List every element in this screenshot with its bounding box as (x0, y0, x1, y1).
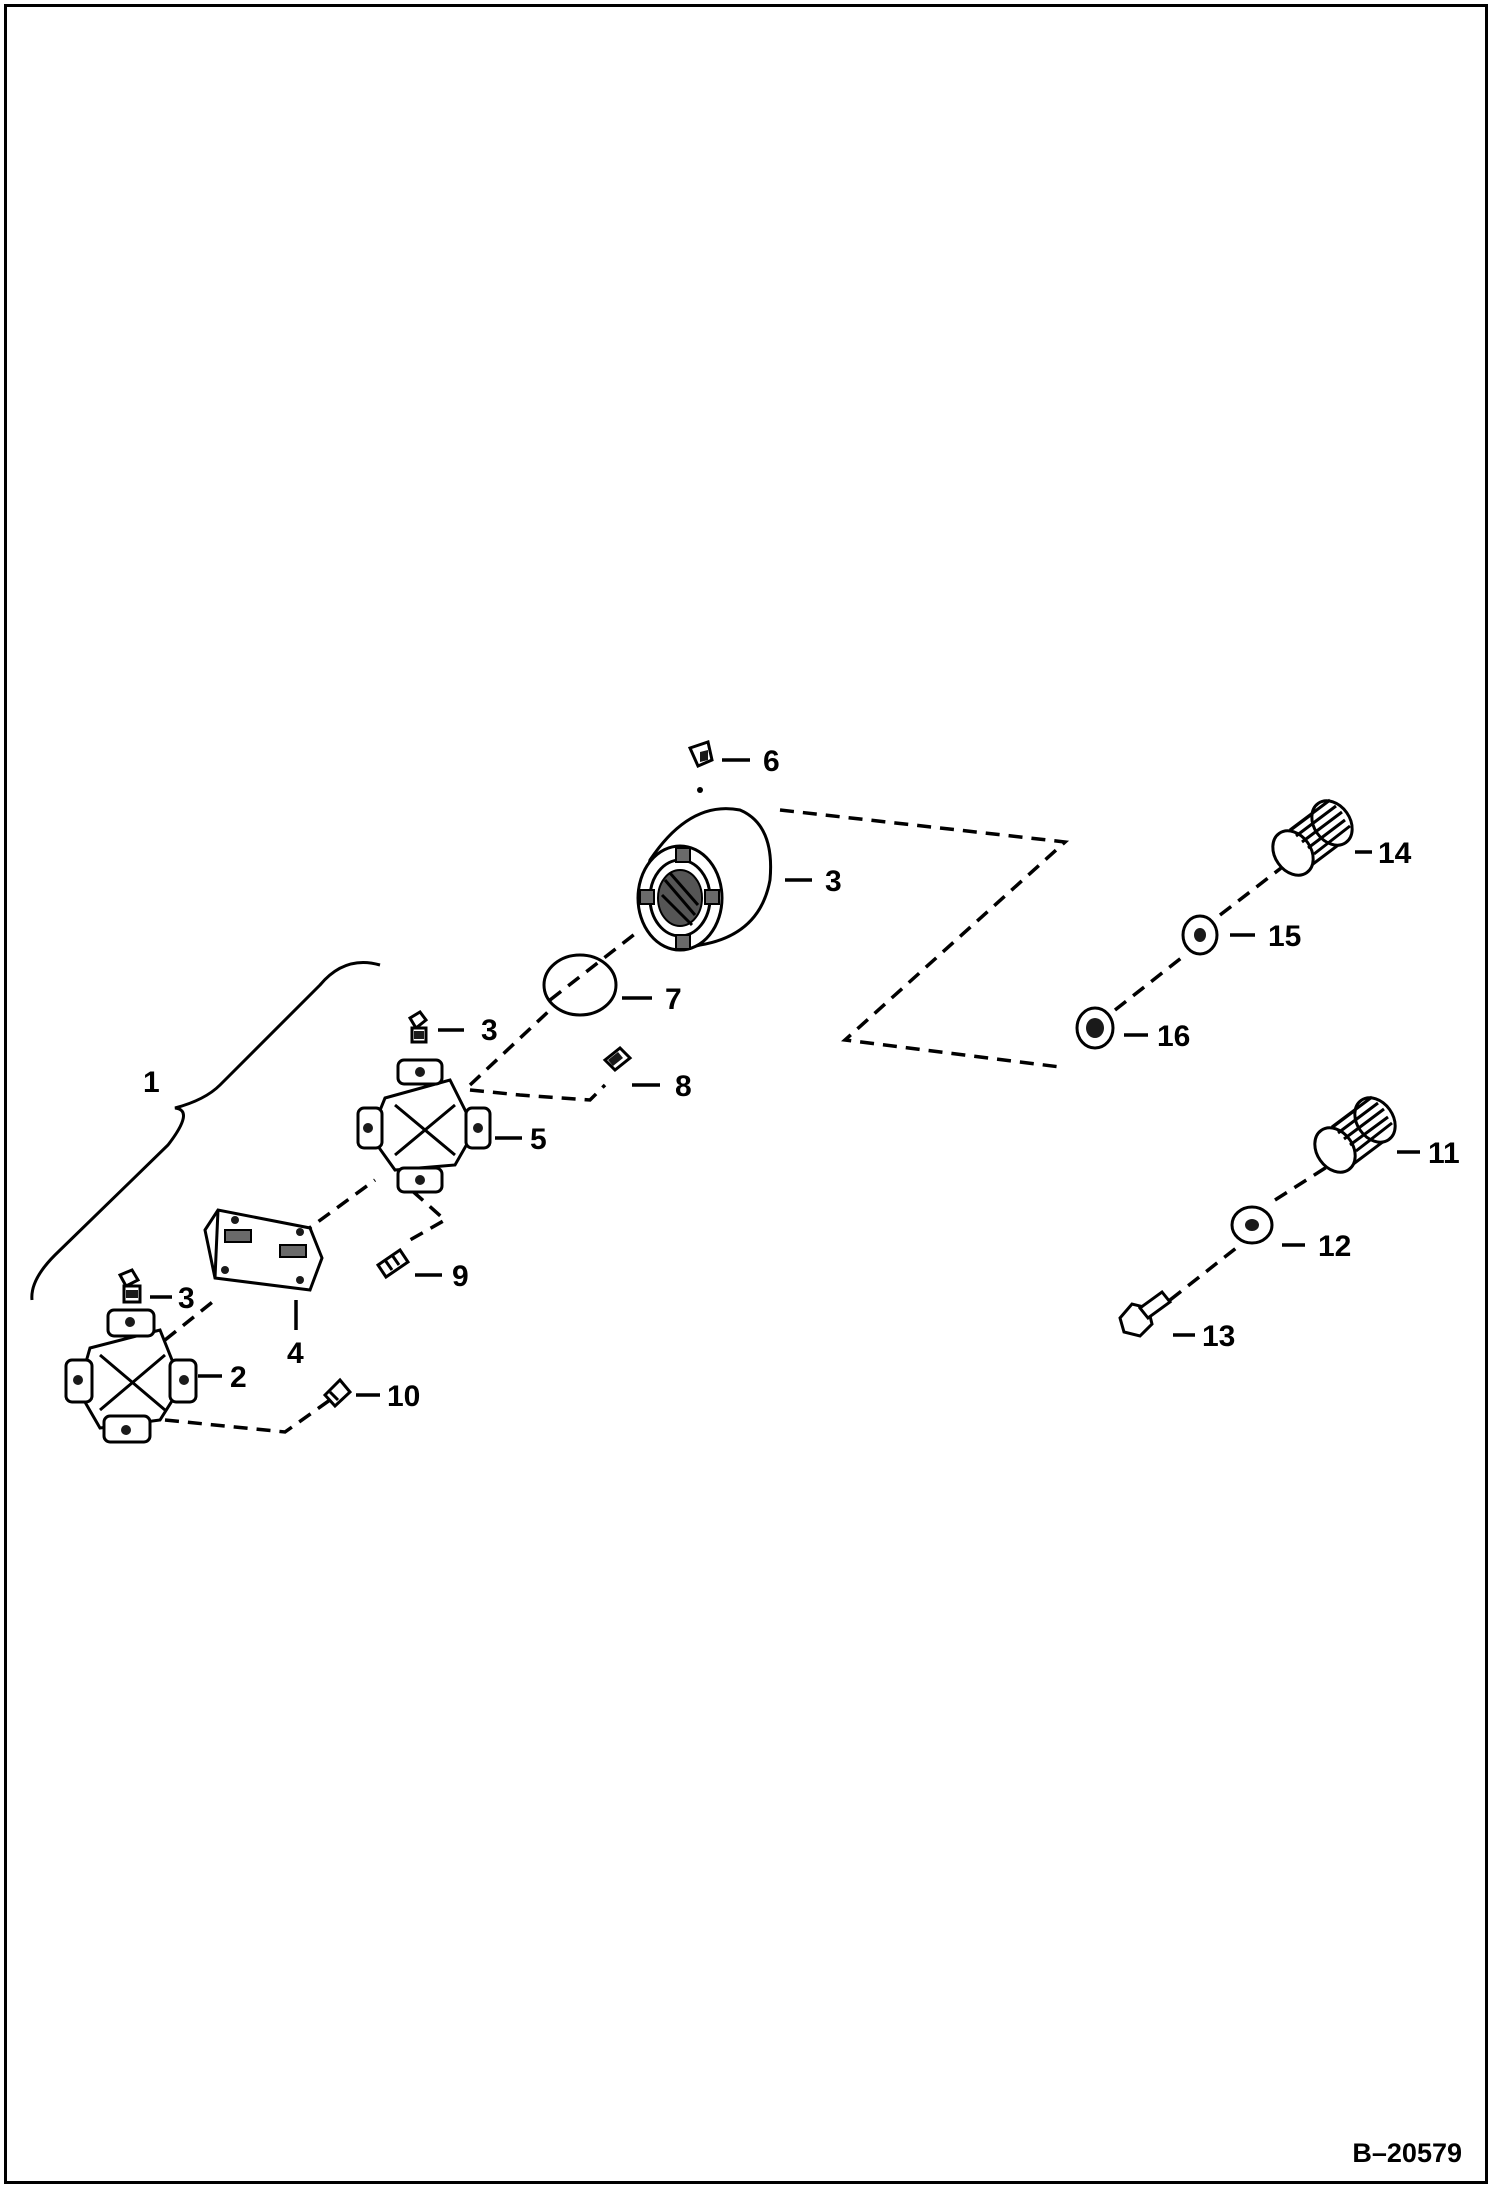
page-border (4, 4, 1488, 2184)
label-part-9: 9 (452, 1260, 469, 1293)
grease-fitting-low (117, 1268, 142, 1304)
grease-fitting-mid (407, 1010, 429, 1044)
label-part-4: 4 (287, 1337, 304, 1370)
label-part-6: 6 (763, 745, 780, 778)
washer-12 (1230, 1205, 1274, 1245)
label-part-13: 13 (1202, 1320, 1235, 1353)
label-part-8: 8 (675, 1070, 692, 1103)
label-part-12: 12 (1318, 1230, 1351, 1263)
label-part-2: 2 (230, 1361, 247, 1394)
o-ring (542, 953, 618, 1017)
universal-joint-cross-lower (64, 1308, 198, 1444)
label-part-1: 1 (143, 1066, 160, 1099)
label-part-10: 10 (387, 1380, 420, 1413)
bolt-part-8 (602, 1045, 633, 1073)
label-leader-lines (150, 758, 1420, 1397)
label-part-3-mid: 3 (481, 1014, 498, 1047)
label-part-15: 15 (1268, 920, 1301, 953)
universal-joint-cross-upper (356, 1058, 492, 1194)
label-part-16: 16 (1157, 1020, 1190, 1053)
washer-15 (1181, 914, 1219, 956)
grease-fitting-top (687, 740, 714, 793)
label-part-3-housing: 3 (825, 865, 842, 898)
drawing-reference-number: B–20579 (1352, 2138, 1462, 2168)
label-part-7: 7 (665, 983, 682, 1016)
bolt-part-10 (322, 1377, 353, 1409)
coupler-block (203, 1208, 324, 1292)
label-part-3-low: 3 (178, 1282, 195, 1315)
assembly-dashed-lines (163, 808, 1331, 1434)
spline-hub-14 (1271, 798, 1354, 877)
bolt-13 (1118, 1289, 1173, 1338)
assembly-brace (30, 961, 381, 1301)
spline-hub-11 (1313, 1095, 1397, 1174)
nut-16 (1075, 1006, 1115, 1050)
yoke-housing (636, 807, 773, 952)
set-screw-part-9 (375, 1247, 411, 1280)
label-part-14: 14 (1378, 837, 1412, 870)
label-part-5: 5 (530, 1123, 547, 1156)
label-part-11: 11 (1428, 1137, 1460, 1170)
